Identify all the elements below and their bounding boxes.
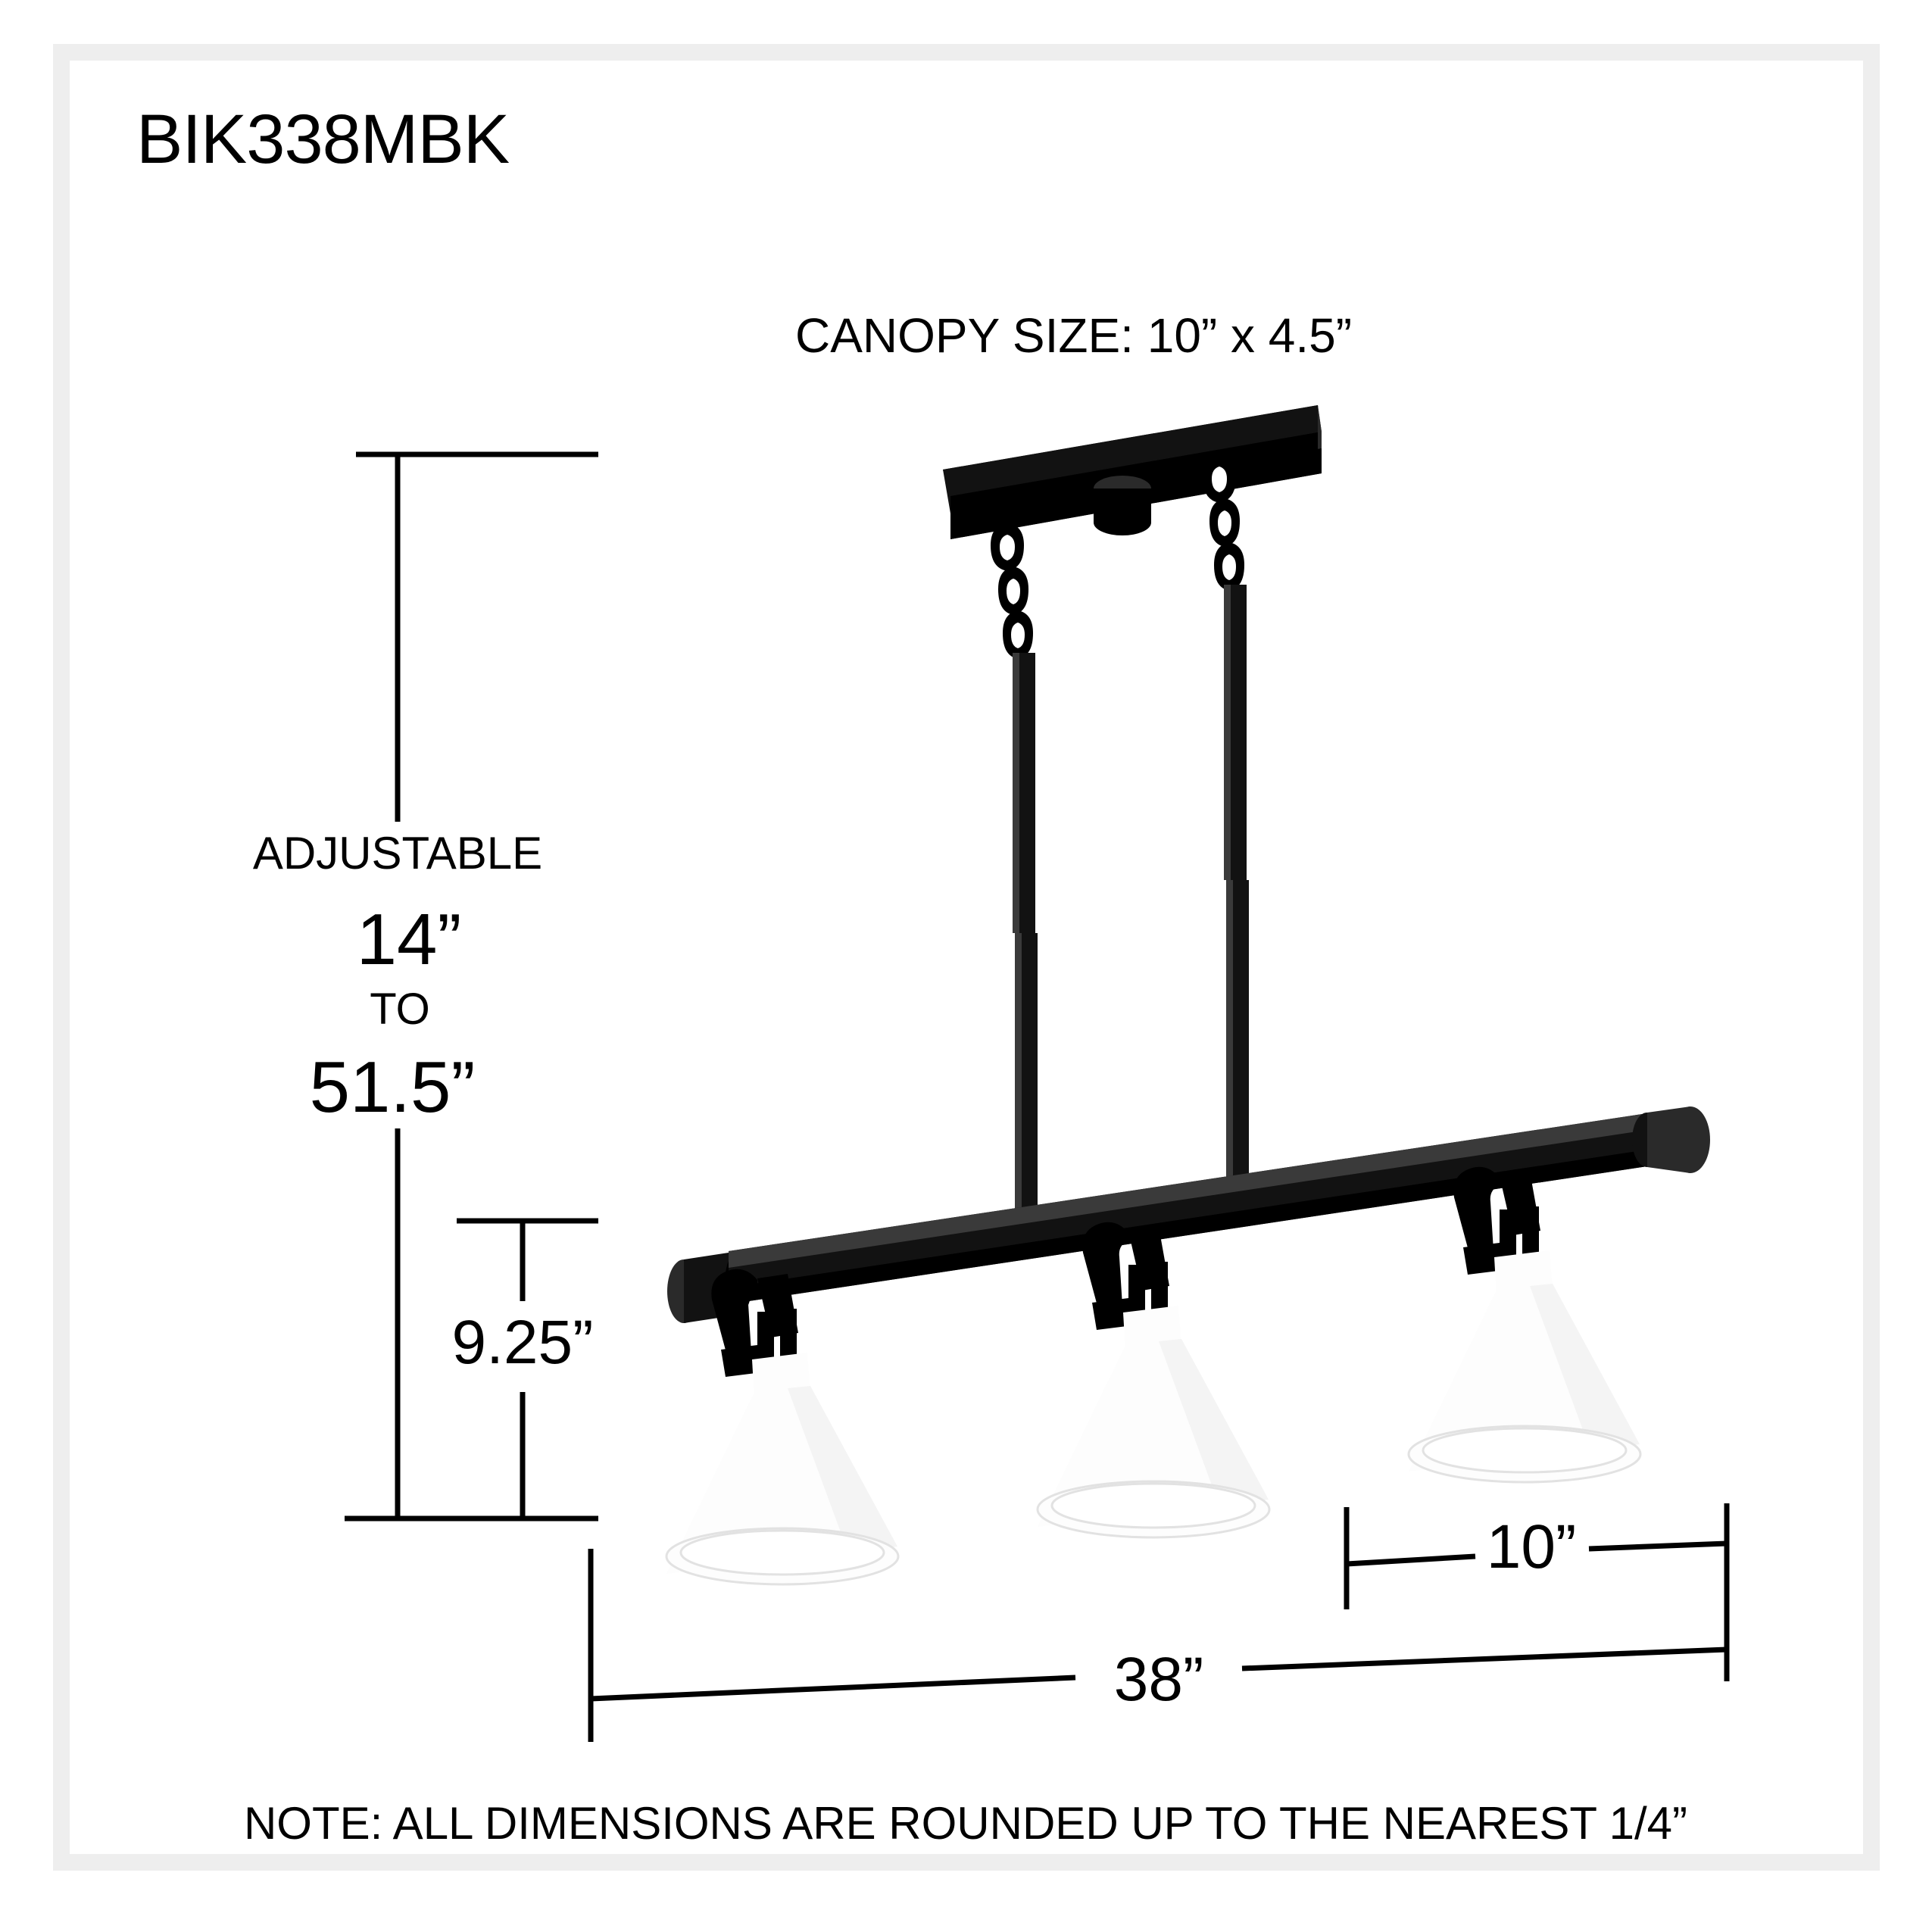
dimensions-note: NOTE: ALL DIMENSIONS ARE ROUNDED UP TO T… [244,1798,1687,1849]
canopy [943,405,1322,539]
dimension-shade-diameter [1344,1507,1728,1609]
shade-middle [1036,1222,1271,1539]
adjustable-word-label: ADJUSTABLE [253,828,542,879]
shade-height-label: 9.25” [452,1308,594,1377]
page-frame-border [53,44,1880,1871]
fixture-illustration [665,405,1710,1586]
page-title: BIK338MBK [136,101,510,178]
shade-right [1407,1166,1642,1484]
overall-width-label: 38” [1114,1645,1204,1714]
adjustable-max-label: 51.5” [310,1047,476,1128]
canopy-size-label: CANOPY SIZE: 10” x 4.5” [795,308,1352,363]
shade-diameter-label: 10” [1487,1512,1577,1581]
dimension-shade-height [457,1218,598,1518]
dimension-overall-width [588,1503,1730,1742]
left-suspension [991,523,1038,1232]
page-frame-inner [70,61,1863,1854]
horizontal-bar [667,1106,1710,1323]
shade-left [665,1269,900,1586]
adjustable-min-label: 14” [357,899,462,980]
adjustable-to-label: TO [370,985,430,1034]
right-suspension [1203,454,1249,1183]
dimension-adjustable [345,451,598,1522]
